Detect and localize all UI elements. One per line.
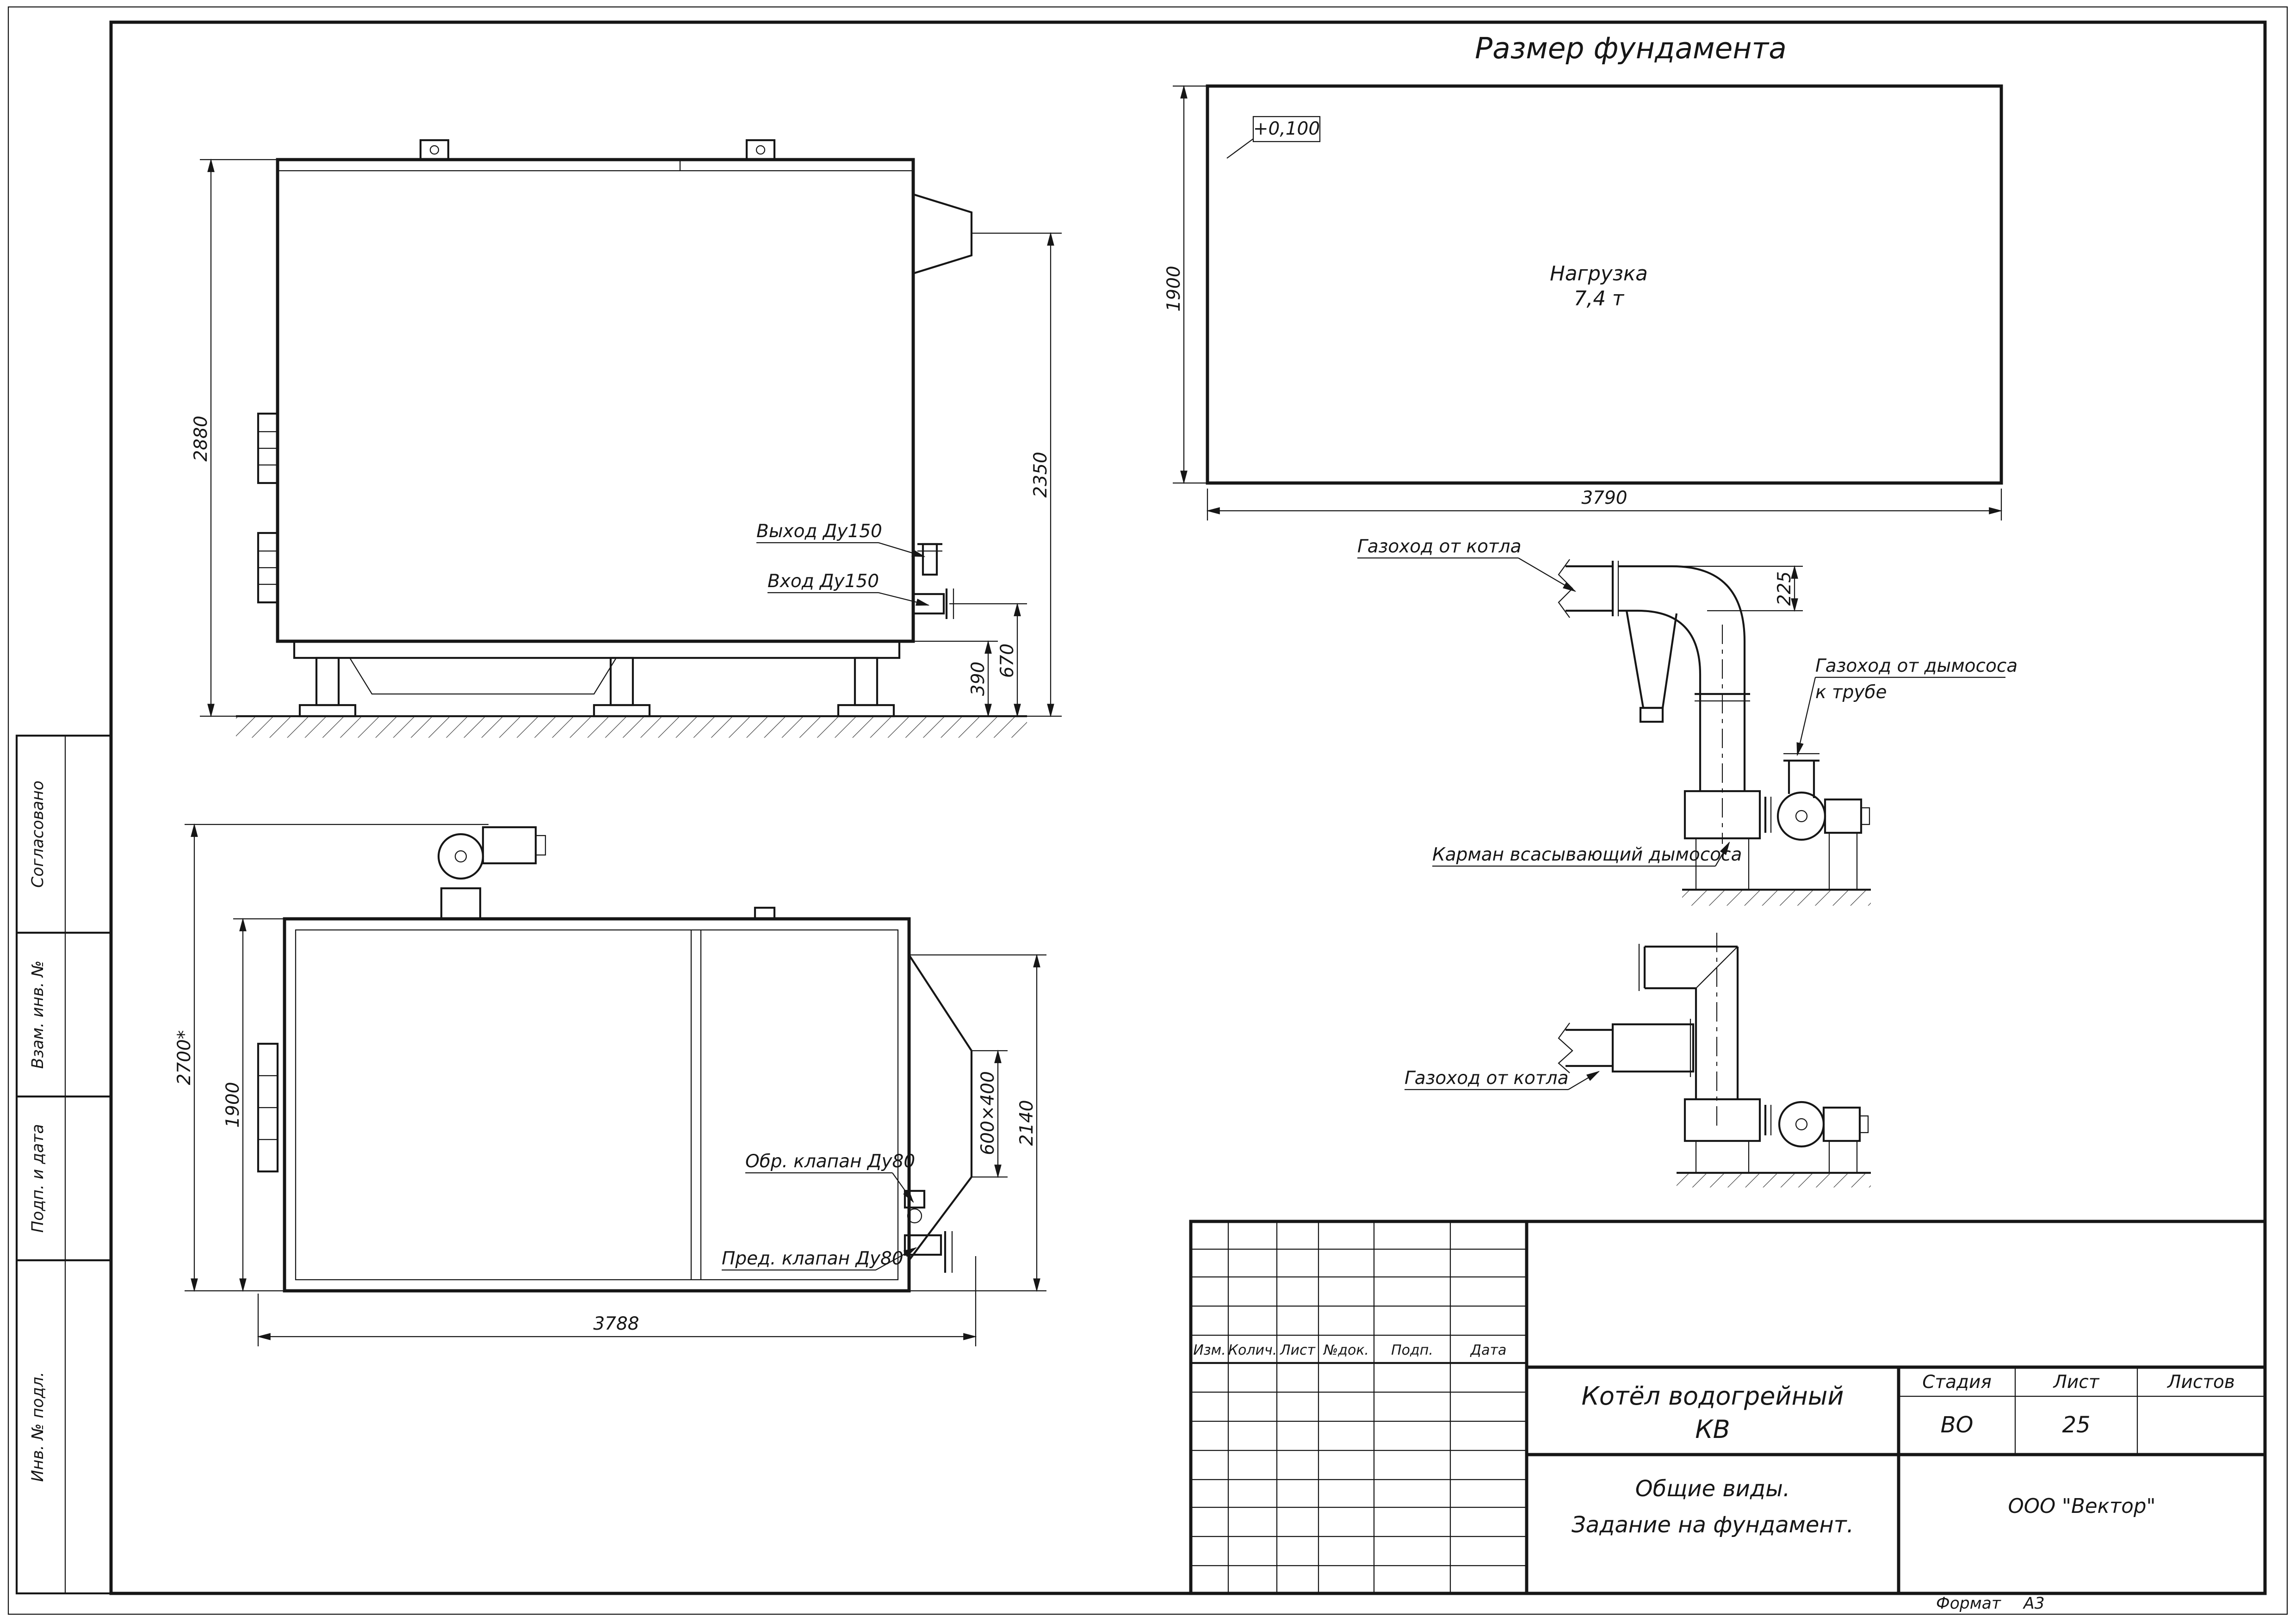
sheet-label: Лист	[2053, 1372, 2100, 1393]
view-title-line2: Задание на фундамент.	[1572, 1512, 1854, 1538]
load-label-line1: Нагрузка	[1550, 262, 1648, 285]
rev-header-data: Дата	[1470, 1342, 1507, 1358]
dim-3788: 3788	[593, 1313, 639, 1334]
title-block: Изм. Колич. Лист №док. Подп. Дата Котёл …	[1189, 1220, 2267, 1595]
boiler-plan-view-dimensions: 2700* 1900 600×400 2140 3788 Обр. клапан…	[174, 823, 1047, 1347]
dim-1900-foundation: 1900	[1163, 266, 1184, 311]
boiler-side-view	[236, 139, 1027, 738]
company-name: ООО "Вектор"	[2008, 1495, 2156, 1518]
rev-header-list: Лист	[1280, 1342, 1316, 1358]
sheets-label: Листов	[2166, 1372, 2235, 1393]
format-value: А3	[2023, 1594, 2045, 1613]
gas-to-chimney-label-line1: Газоход от дымососа	[1815, 656, 2018, 676]
dim-2140: 2140	[1016, 1100, 1037, 1146]
dim-3790: 3790	[1581, 488, 1627, 508]
dim-2880: 2880	[191, 415, 211, 461]
stamp-agreed: Согласовано	[29, 781, 47, 888]
view-title-line1: Общие виды.	[1635, 1476, 1790, 1502]
safety-valve-label: Пред. клапан Ду80	[722, 1248, 904, 1269]
elevation-mark: +0,100	[1253, 118, 1320, 139]
left-stamp-column: Согласовано Взам. инв. № Подп. и дата Ин…	[15, 734, 112, 1595]
sheet-value: 25	[2062, 1412, 2090, 1438]
stamp-replace-inv: Взам. инв. №	[29, 960, 47, 1069]
dim-1900-plan: 1900	[223, 1082, 243, 1127]
duct-detail-upper: 225 Газоход от котла Газоход от дымососа…	[1357, 536, 2018, 906]
stage-label: Стадия	[1922, 1372, 1992, 1393]
outlet-du150-label: Выход Ду150	[756, 521, 882, 542]
duct-detail-lower: Газоход от котла	[1405, 933, 1871, 1188]
dim-600x400: 600×400	[978, 1071, 998, 1155]
dim-670: 670	[997, 644, 1018, 678]
stamp-inv-orig: Инв. № подл.	[29, 1372, 47, 1482]
rev-header-izm: Изм.	[1193, 1342, 1226, 1358]
inlet-du150-label: Вход Ду150	[767, 571, 879, 592]
boiler-plan-view	[257, 826, 973, 1293]
foundation-title: Размер фундамента	[1475, 31, 1787, 65]
dim-225: 225	[1774, 571, 1795, 606]
rev-header-podp: Подп.	[1391, 1342, 1433, 1358]
suction-pocket-label: Карман всасывающий дымососа	[1432, 844, 1742, 865]
dim-2700: 2700*	[174, 1030, 195, 1085]
dim-2350: 2350	[1030, 452, 1051, 497]
gas-to-chimney-label-line2: к трубе	[1815, 682, 1887, 703]
gas-from-boiler-label-lower: Газоход от котла	[1405, 1068, 1568, 1089]
doc-title-line1: Котёл водогрейный	[1582, 1381, 1844, 1411]
rev-header-ndok: №док.	[1323, 1342, 1369, 1358]
boiler-side-view-dimensions: 2880 2350 670 390 Выход Ду150 Вход Ду150	[191, 158, 1062, 718]
stage-value: ВО	[1941, 1412, 1974, 1438]
check-valve-label: Обр. клапан Ду80	[745, 1151, 915, 1172]
stamp-sign-date: Подп. и дата	[29, 1124, 47, 1233]
format-label: Формат	[1936, 1594, 2001, 1613]
format-note: Формат А3	[1936, 1594, 2045, 1613]
dim-390: 390	[968, 662, 989, 696]
rev-header-kolich: Колич.	[1228, 1342, 1277, 1358]
gas-from-boiler-label-upper: Газоход от котла	[1357, 536, 1521, 557]
doc-title-line2: КВ	[1695, 1415, 1730, 1444]
foundation-plan: Размер фундамента +0,100 Нагрузка 7,4 т …	[1163, 31, 2003, 521]
load-label-line2: 7,4 т	[1574, 287, 1625, 310]
